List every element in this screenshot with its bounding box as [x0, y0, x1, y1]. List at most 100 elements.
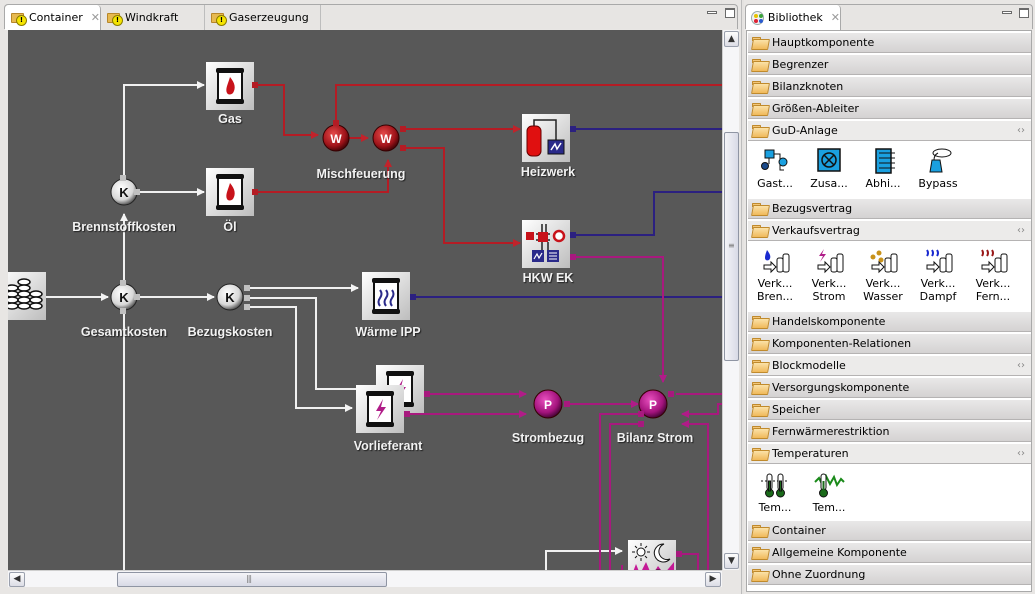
tool-gasturbine[interactable]: Gast... [751, 148, 799, 190]
node-bezugskosten[interactable]: K [216, 283, 244, 311]
sell-steam-icon [926, 249, 953, 274]
tool-abhitzekessel[interactable]: Abhi... [859, 148, 907, 190]
node-mischfeuerung-w2[interactable]: W [372, 124, 400, 152]
node-gesamtkosten[interactable]: K [110, 283, 138, 311]
folder-warning-icon [107, 12, 123, 26]
scroll-right-button[interactable]: ▶ [705, 572, 721, 587]
fuel-links [252, 84, 722, 247]
node-lastprofil[interactable] [628, 540, 676, 570]
tool-verkauf-strom[interactable]: Verk... Strom [805, 248, 853, 303]
vertical-scroll-thumb[interactable]: ≡ [724, 132, 739, 361]
drawer-bilanzknoten[interactable]: Bilanzknoten [748, 76, 1031, 97]
minimize-icon[interactable] [707, 11, 717, 14]
vertical-scrollbar[interactable]: ▲ ≡ ▼ [722, 30, 739, 570]
drawer-label: Bilanzknoten [772, 80, 844, 93]
node-strombezug[interactable]: P [533, 389, 563, 419]
drawer-bezugsvertrag[interactable]: Bezugsvertrag [748, 198, 1031, 219]
tool-temperatur-2[interactable]: Tem... [805, 472, 853, 514]
drawer-temperaturen[interactable]: Temperaturen‹› [748, 443, 1031, 464]
drawer-komponenten-relationen[interactable]: Komponenten-Relationen [748, 333, 1031, 354]
folder-icon [752, 59, 768, 70]
node-waerme-ipp[interactable] [362, 272, 410, 320]
pin-icon[interactable]: ‹› [1017, 125, 1025, 136]
temperature-pair-icon [761, 473, 789, 498]
node-mischfeuerung-w1[interactable]: W [322, 124, 350, 152]
svg-text:P: P [649, 398, 657, 412]
drawer-ohne-zuordnung[interactable]: Ohne Zuordnung [748, 564, 1031, 585]
drawer-groessen-ableiter[interactable]: Größen-Ableiter [748, 98, 1031, 119]
close-icon[interactable]: ✕ [90, 11, 100, 24]
drawer-begrenzer[interactable]: Begrenzer [748, 54, 1031, 75]
tab-windkraft[interactable]: Windkraft [101, 5, 205, 30]
node-hkw-ek[interactable] [522, 220, 570, 268]
tool-label: Verk... [811, 277, 847, 290]
drawer-label: Ohne Zuordnung [772, 568, 866, 581]
node-label-bezugskosten: Bezugskosten [187, 325, 273, 339]
tool-bypass[interactable]: Bypass [914, 148, 962, 190]
close-icon[interactable]: ✕ [830, 11, 840, 24]
horizontal-scroll-thumb[interactable]: ||| [117, 572, 387, 587]
link-W1-top [335, 84, 722, 125]
minimize-icon[interactable] [1002, 11, 1012, 14]
drawer-label: Komponenten-Relationen [772, 337, 912, 350]
sell-district-heat-icon [981, 249, 1008, 274]
maximize-icon[interactable] [725, 8, 735, 18]
scroll-left-button[interactable]: ◀ [9, 572, 25, 587]
drawer-gud-anlage[interactable]: GuD-Anlage‹› [748, 120, 1031, 141]
palette-drawers: Hauptkomponente Begrenzer Bilanzknoten G… [746, 30, 1032, 592]
drawer-container[interactable]: Container [748, 520, 1031, 541]
drawer-label: Allgemeine Komponente [772, 546, 907, 559]
maximize-icon[interactable] [1019, 8, 1029, 18]
svg-text:K: K [119, 185, 129, 200]
drawer-allgemeine-komponente[interactable]: Allgemeine Komponente [748, 542, 1031, 563]
sell-water-icon [870, 250, 898, 274]
tool-verkauf-brennstoff[interactable]: Verk... Bren... [751, 248, 799, 303]
drawer-label: Handelskomponente [772, 315, 886, 328]
tool-temperatur-1[interactable]: Tem... [751, 472, 799, 514]
node-label-strombezug: Strombezug [511, 431, 585, 445]
pin-icon[interactable]: ‹› [1017, 448, 1025, 459]
library-title: Bibliothek [767, 11, 823, 24]
tab-container[interactable]: Container ✕ [5, 5, 101, 30]
drawer-handelskomponente[interactable]: Handelskomponente [748, 311, 1031, 332]
tab-bibliothek[interactable]: Bibliothek ✕ [746, 5, 841, 30]
node-coins[interactable] [8, 272, 46, 320]
pin-icon[interactable]: ‹› [1017, 360, 1025, 371]
link-return-1 [681, 403, 722, 418]
svg-text:K: K [119, 290, 129, 305]
horizontal-scrollbar[interactable]: ◀ ||| ▶ [8, 570, 722, 587]
drawer-versorgungskomponente[interactable]: Versorgungskomponente [748, 377, 1031, 398]
temperature-profile-icon [814, 473, 845, 498]
folder-icon [752, 316, 768, 327]
tool-verkauf-fernwaerme[interactable]: Verk... Fern... [969, 248, 1017, 303]
sell-power-icon [817, 249, 844, 274]
node-bilanz-strom[interactable]: P [638, 389, 668, 419]
drawer-label: Versorgungskomponente [772, 381, 910, 394]
diagram-connections: K K K W W P P [8, 62, 722, 570]
tool-verkauf-wasser[interactable]: Verk... Wasser [859, 248, 907, 303]
node-brennstoffkosten[interactable]: K [110, 178, 138, 206]
tool-verkauf-dampf[interactable]: Verk... Dampf [914, 248, 962, 303]
node-heizwerk[interactable] [522, 114, 570, 162]
drawer-hauptkomponente[interactable]: Hauptkomponente [748, 32, 1031, 53]
node-oel[interactable] [206, 168, 254, 216]
tool-zusatzfeuerung[interactable]: Zusa... [805, 148, 853, 190]
folder-icon [752, 448, 768, 459]
scroll-down-button[interactable]: ▼ [724, 553, 739, 569]
tool-label: Abhi... [865, 177, 901, 190]
drawer-fernwaermerestriktion[interactable]: Fernwärmerestriktion [748, 421, 1031, 442]
link-gas-mischW1 [252, 84, 319, 139]
tool-label: Verk... [757, 277, 793, 290]
scroll-up-button[interactable]: ▲ [724, 31, 739, 47]
drawer-verkaufsvertrag[interactable]: Verkaufsvertrag ‹› [748, 220, 1031, 241]
tool-label: Dampf [919, 290, 957, 303]
pin-icon[interactable]: ‹› [1017, 225, 1025, 236]
drawer-speicher[interactable]: Speicher [748, 399, 1031, 420]
drawer-label: Verkaufsvertrag [772, 224, 860, 237]
folder-warning-icon [211, 12, 227, 26]
tab-gaserzeugung[interactable]: Gaserzeugung [205, 5, 321, 30]
node-gas[interactable] [206, 62, 254, 110]
node-vorlieferant[interactable] [356, 385, 404, 433]
diagram-canvas[interactable]: K K K W W P P [8, 30, 722, 570]
drawer-blockmodelle[interactable]: Blockmodelle‹› [748, 355, 1031, 376]
